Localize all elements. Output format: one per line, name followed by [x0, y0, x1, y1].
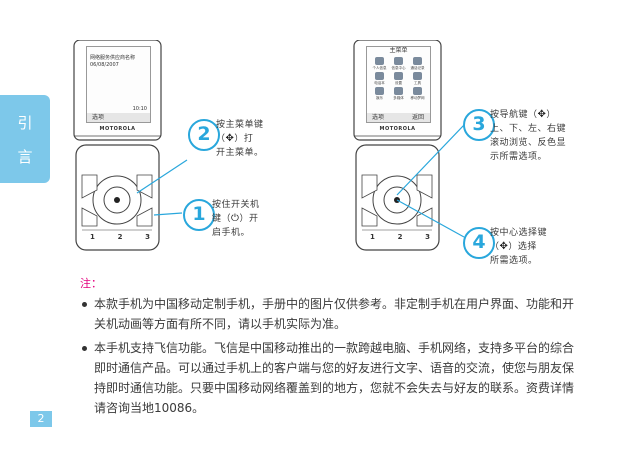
phone-illustration-right: 主菜单 个人信息 信息中心 通话记录 电话本 设置 工具 娱乐 多媒体 移动梦网… [350, 40, 445, 255]
notes-title: 注： [80, 277, 102, 290]
menu-item: 个人信息 [370, 57, 389, 70]
menu-item: 移动梦网 [408, 87, 427, 100]
brand-logo: MOTOROLA [99, 126, 136, 132]
callout-text-4: 按中心选择键 （✥）选择 所需选项。 [490, 228, 548, 266]
key-2: 2 [397, 233, 403, 241]
menu-item-icon [413, 87, 422, 95]
softkey-left-label: 选项 [372, 114, 385, 121]
menu-item: 工具 [408, 72, 427, 85]
section-tab: 引 言 [0, 95, 50, 183]
menu-item: 娱乐 [370, 87, 389, 100]
menu-item-icon [394, 57, 403, 65]
network-name: 网络服务供应商名称 [90, 55, 136, 61]
note-item: 本款手机为中国移动定制手机，手册中的图片仅供参考。非定制手机在用户界面、功能和开… [78, 294, 578, 334]
menu-item-icon [413, 72, 422, 80]
section-tab-char: 言 [17, 148, 33, 166]
keypad-row: 1 2 3 [370, 233, 430, 241]
key-1: 1 [370, 233, 375, 241]
callout-number-3: 3 [463, 109, 495, 141]
phone-illustration-left: 网络服务供应商名称 06/08/2007 10:10 选项 MOTOROLA 1… [70, 40, 165, 255]
callout-number-4: 4 [463, 227, 495, 259]
screen-clock: 10:10 [132, 106, 147, 112]
menu-item: 设置 [389, 72, 408, 85]
menu-item: 电话本 [370, 72, 389, 85]
callout-text-3: 按导航键（✥） 上、下、左、右键 滚动浏览、反色显 示所需选项。 [490, 109, 567, 162]
callout-text-2: 按主菜单键 （✥）打 开主菜单。 [216, 120, 264, 158]
menu-item: 多媒体 [389, 87, 408, 100]
softkey-bar-right: 选项 返回 [366, 113, 431, 123]
main-menu-grid: 个人信息 信息中心 通话记录 电话本 设置 工具 娱乐 多媒体 移动梦网 [370, 57, 427, 100]
screen-date: 06/08/2007 [90, 62, 119, 68]
key-3: 3 [425, 233, 430, 241]
softkey-left-label: 选项 [92, 114, 105, 121]
softkey-bar-left: 选项 [86, 113, 151, 123]
menu-item: 通话记录 [408, 57, 427, 70]
phone-screen-right: 主菜单 个人信息 信息中心 通话记录 电话本 设置 工具 娱乐 多媒体 移动梦网 [366, 46, 431, 122]
center-select-key-icon: ✥ [499, 241, 509, 252]
menu-key-icon: ✥ [225, 133, 235, 144]
callout-number-1: 1 [183, 199, 215, 231]
softkey-right-label: 返回 [411, 114, 424, 121]
notes-list: 本款手机为中国移动定制手机，手册中的图片仅供参考。非定制手机在用户界面、功能和开… [78, 294, 578, 422]
main-menu-title: 主菜单 [389, 47, 408, 54]
menu-item-icon [394, 87, 403, 95]
menu-item: 信息中心 [389, 57, 408, 70]
key-2: 2 [117, 233, 123, 241]
keypad-row: 1 2 3 [90, 233, 150, 241]
note-item: 本手机支持飞信功能。飞信是中国移动推出的一款跨越电脑、手机网络，支持多平台的综合… [78, 338, 578, 418]
menu-item-icon [394, 72, 403, 80]
callout-number-2: 2 [188, 119, 220, 151]
menu-item-icon [375, 72, 384, 80]
callout-text-1: 按住开关机 键（⏻）开 启手机。 [212, 200, 260, 238]
menu-item-icon [413, 57, 422, 65]
section-tab-char: 引 [17, 114, 33, 132]
menu-item-icon [375, 87, 384, 95]
brand-logo: MOTOROLA [379, 126, 416, 132]
key-3: 3 [145, 233, 150, 241]
navigation-key-icon: ✥ [537, 109, 547, 120]
page-number: 2 [30, 411, 52, 427]
key-1: 1 [90, 233, 95, 241]
phone-screen-left: 网络服务供应商名称 06/08/2007 10:10 [86, 46, 151, 122]
menu-item-icon [375, 57, 384, 65]
power-key-icon: ⏻ [231, 213, 240, 224]
